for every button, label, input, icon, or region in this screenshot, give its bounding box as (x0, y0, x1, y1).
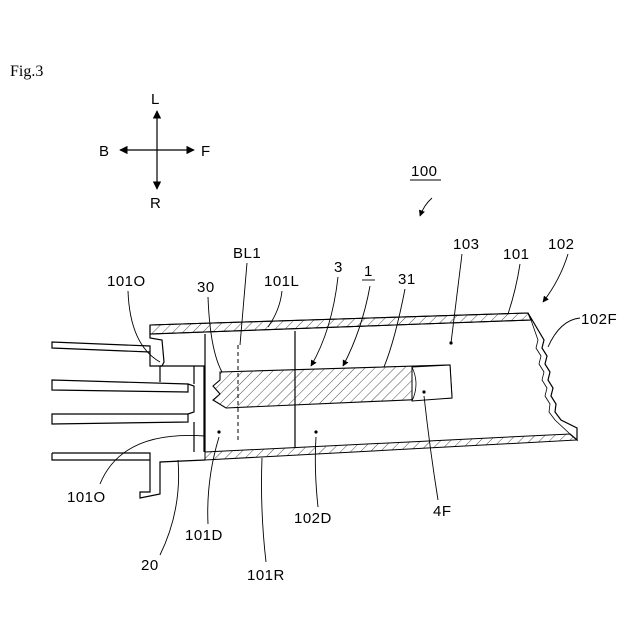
label-101D: 101D (185, 527, 223, 544)
heatsink (52, 325, 205, 498)
label-31: 31 (398, 271, 416, 288)
front-edge-inner (531, 320, 570, 434)
label-1: 1 (364, 263, 373, 280)
label-101R: 101R (247, 567, 285, 584)
component-3-end (412, 365, 452, 401)
label-101: 101 (503, 246, 530, 263)
direction-back-label: B (99, 143, 109, 160)
label-3: 3 (334, 259, 343, 276)
label-30: 30 (197, 279, 215, 296)
label-102D: 102D (294, 510, 332, 527)
direction-left-label: L (151, 91, 159, 108)
dot-4F (422, 390, 425, 393)
label-102: 102 (548, 236, 575, 253)
direction-compass: L R B F (99, 91, 210, 212)
label-101O-top: 101O (107, 273, 146, 290)
upper-wall-hatch (150, 313, 531, 334)
dot-101D (217, 430, 220, 433)
label-102F: 102F (581, 311, 617, 328)
direction-right-label: R (150, 195, 161, 212)
label-103: 103 (453, 236, 480, 253)
figure-title: Fig.3 (10, 63, 43, 80)
label-BL1: BL1 (233, 245, 261, 262)
lower-wall-hatch (205, 434, 577, 460)
assembly-label: 100 (411, 163, 438, 180)
label-4F: 4F (433, 503, 452, 520)
label-20: 20 (141, 557, 159, 574)
dot-102D (314, 430, 317, 433)
label-101L: 101L (264, 273, 299, 290)
label-101O-bottom: 101O (67, 489, 106, 506)
direction-front-label: F (201, 143, 210, 160)
assembly-leader (420, 198, 432, 216)
